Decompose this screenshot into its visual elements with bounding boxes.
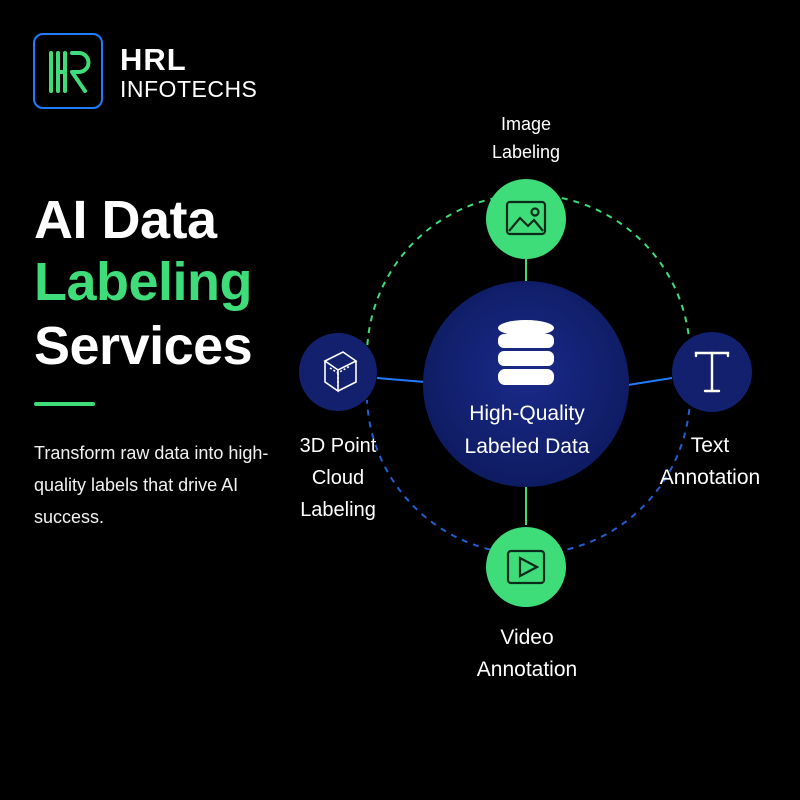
pointcloud-label-line-3: Labeling <box>300 499 376 521</box>
play-icon <box>506 549 546 585</box>
brand-name: HRL <box>120 42 187 77</box>
video-label-line-1: Video <box>500 626 554 649</box>
hr-logo-mark-icon <box>49 51 91 93</box>
brand-logo <box>33 33 103 109</box>
video-annotation-label: Video Annotation <box>457 622 597 686</box>
image-label-line-1: Image <box>500 114 552 134</box>
headline-line-1: AI Data <box>34 190 217 250</box>
image-label-line-2: Labeling <box>491 142 561 162</box>
video-node <box>486 527 566 607</box>
text-annotation-label: Text Annotation <box>640 430 780 494</box>
text-t-icon <box>694 351 730 393</box>
headline-line-2: Labeling <box>34 252 253 312</box>
image-icon <box>505 200 547 236</box>
brand-subtitle: INFOTECHS <box>120 76 258 102</box>
pointcloud-label-line-1: 3D Point <box>299 435 377 457</box>
center-label-line-2: Labeled Data <box>464 435 590 458</box>
image-node <box>486 179 566 259</box>
connector-3d <box>376 377 426 383</box>
pointcloud-label-line-2: Cloud <box>311 467 365 489</box>
center-label: High-Quality Labeled Data <box>430 397 624 463</box>
headline-line-3: Services <box>34 316 253 376</box>
connector-text <box>627 377 673 386</box>
text-label-line-2: Annotation <box>659 466 761 489</box>
database-icon <box>498 320 554 385</box>
video-label-line-2: Annotation <box>476 658 578 681</box>
center-label-line-1: High-Quality <box>469 402 585 425</box>
hero-description: Transform raw data into high-quality lab… <box>34 443 269 527</box>
pointcloud-labeling-label: 3D Point Cloud Labeling <box>268 430 408 526</box>
accent-divider <box>34 402 95 406</box>
cube-icon <box>323 351 358 393</box>
text-label-line-1: Text <box>690 434 730 457</box>
image-labeling-label: Image Labeling <box>456 110 596 166</box>
